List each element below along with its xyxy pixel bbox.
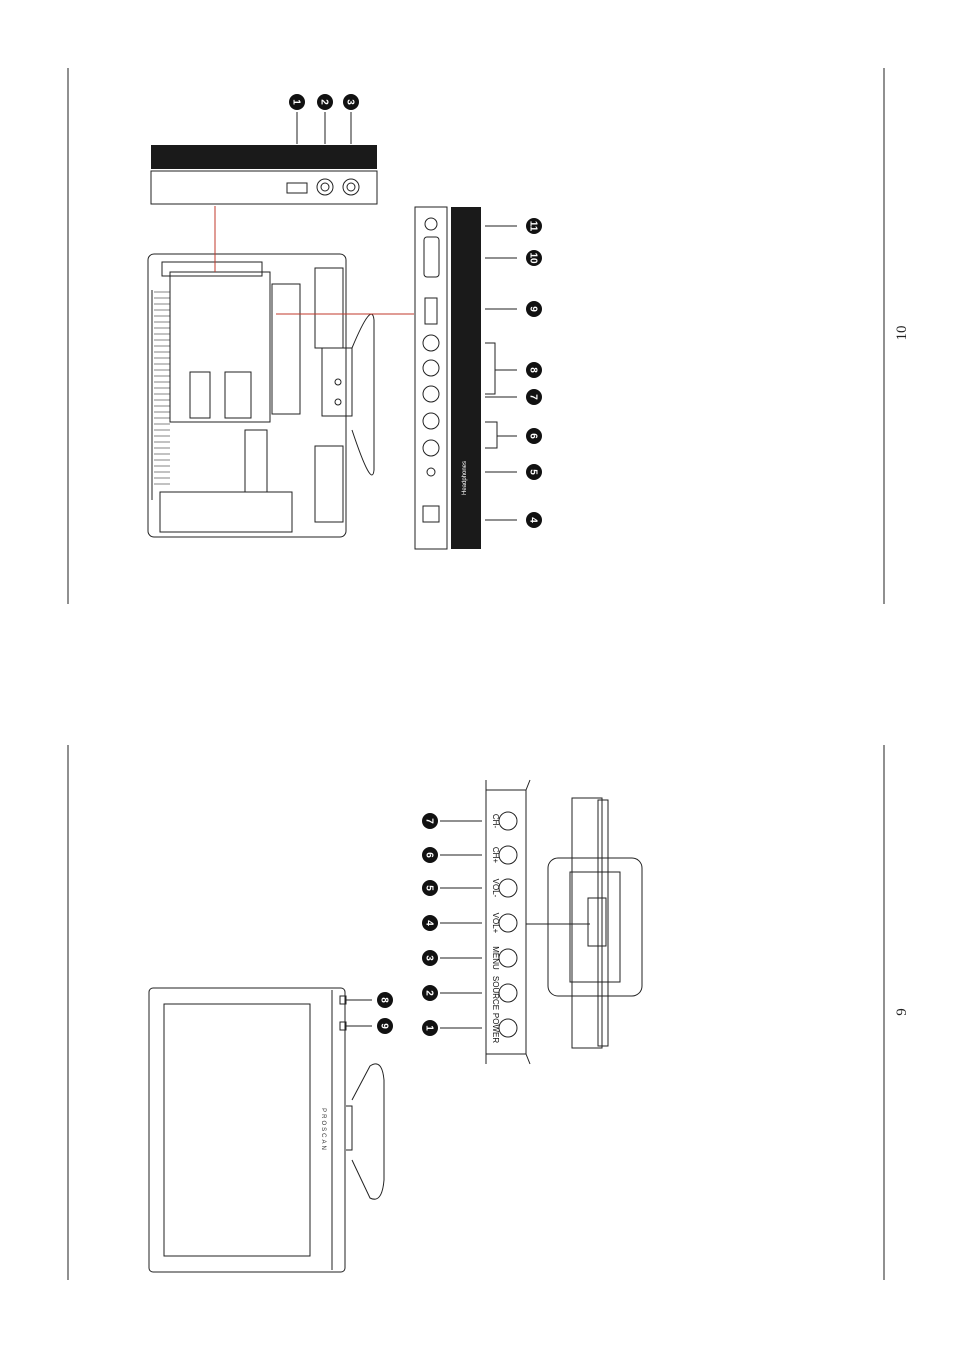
rear-leaders (485, 225, 517, 521)
callout-5: 5 (422, 880, 438, 896)
callout-4: 4 (526, 512, 542, 528)
svg-text:5: 5 (424, 885, 435, 891)
svg-text:CH-: CH- (491, 814, 500, 829)
svg-text:POWER: POWER (491, 1013, 500, 1043)
button-power: POWER 1 (422, 1013, 518, 1043)
svg-text:2: 2 (319, 99, 330, 105)
svg-text:8: 8 (528, 367, 539, 373)
headphones-label: Headphones (462, 461, 468, 495)
callout-1: 1 (422, 1020, 438, 1036)
svg-text:4: 4 (528, 517, 539, 523)
svg-text:1: 1 (424, 1025, 435, 1031)
button-ch-up: CH+ 6 (422, 845, 518, 865)
svg-text:SOURCE: SOURCE (491, 976, 500, 1010)
svg-text:6: 6 (528, 433, 539, 439)
svg-text:VOL+: VOL+ (491, 913, 500, 934)
svg-text:9: 9 (528, 306, 539, 312)
callout-6: 6 (526, 428, 542, 444)
usb-port-icon (286, 182, 308, 194)
component-jack-icon (422, 359, 440, 377)
callout-9: 9 (377, 1018, 393, 1034)
rear-connector-panel: Headphones (414, 206, 481, 550)
callout-2: 2 (422, 985, 438, 1001)
button-vol-up: VOL+ 4 (422, 913, 518, 934)
side-connector-panel (150, 112, 378, 205)
svg-text:7: 7 (424, 818, 435, 824)
svg-text:1: 1 (291, 99, 302, 105)
callout-3: 3 (422, 950, 438, 966)
page-10: 10 (67, 68, 910, 604)
svg-text:3: 3 (424, 955, 435, 961)
callout-8: 8 (377, 992, 393, 1008)
page-9: 9 PROSCAN 8 9 (67, 745, 910, 1280)
callout-2: 2 (317, 94, 333, 110)
svg-text:3: 3 (345, 99, 356, 105)
button-vol-down: VOL- 5 (422, 878, 518, 898)
callout-10: 10 (526, 250, 542, 266)
callout-9: 9 (526, 301, 542, 317)
video-jack-icon (422, 385, 440, 403)
svg-text:9: 9 (379, 1023, 390, 1029)
callout-8: 8 (526, 362, 542, 378)
callout-3: 3 (343, 94, 359, 110)
svg-text:MENU: MENU (491, 946, 500, 970)
vga-port-icon (423, 236, 440, 278)
callout-1: 1 (289, 94, 305, 110)
vent-grill (154, 291, 170, 485)
callout-5: 5 (526, 464, 542, 480)
svg-text:7: 7 (528, 394, 539, 400)
button-ch-down: CH- 7 (422, 811, 518, 831)
svg-text:11: 11 (528, 221, 539, 232)
svg-text:CH+: CH+ (491, 847, 500, 864)
callout-6: 6 (422, 847, 438, 863)
page-number-9: 9 (894, 1008, 910, 1016)
control-button-strip (485, 779, 531, 1065)
audio-jack-icon (422, 412, 440, 430)
side-jack-icon (342, 178, 360, 196)
button-menu: MENU 3 (422, 946, 518, 970)
svg-text:8: 8 (379, 997, 390, 1003)
svg-text:VOL-: VOL- (491, 879, 500, 898)
side-callouts: 1 2 3 (289, 94, 359, 110)
audio-jack-icon (422, 439, 440, 457)
back-callouts: 4 5 6 7 8 9 10 11 (526, 218, 542, 528)
svg-text:10: 10 (528, 252, 539, 264)
brand-logo: PROSCAN (320, 1108, 326, 1152)
callout-7: 7 (422, 813, 438, 829)
callout-4: 4 (422, 915, 438, 931)
svg-text:6: 6 (424, 852, 435, 858)
tv-front-view (148, 987, 385, 1273)
svg-text:2: 2 (424, 990, 435, 996)
tv-side-profile (547, 797, 643, 1049)
svg-text:4: 4 (424, 920, 435, 926)
page-number-10: 10 (894, 326, 910, 341)
headphone-jack-icon (426, 467, 436, 477)
front-callouts: 8 9 (377, 992, 393, 1034)
power-input-icon (422, 505, 440, 523)
component-jack-icon (422, 334, 440, 352)
callout-7: 7 (526, 389, 542, 405)
side-jack-icon (316, 178, 334, 196)
hdmi-port-icon (424, 297, 438, 325)
callout-11: 11 (526, 218, 542, 234)
tv-rear-view (147, 253, 375, 538)
antenna-jack-icon (424, 217, 438, 231)
button-source: SOURCE 2 (422, 976, 518, 1010)
svg-text:5: 5 (528, 469, 539, 475)
